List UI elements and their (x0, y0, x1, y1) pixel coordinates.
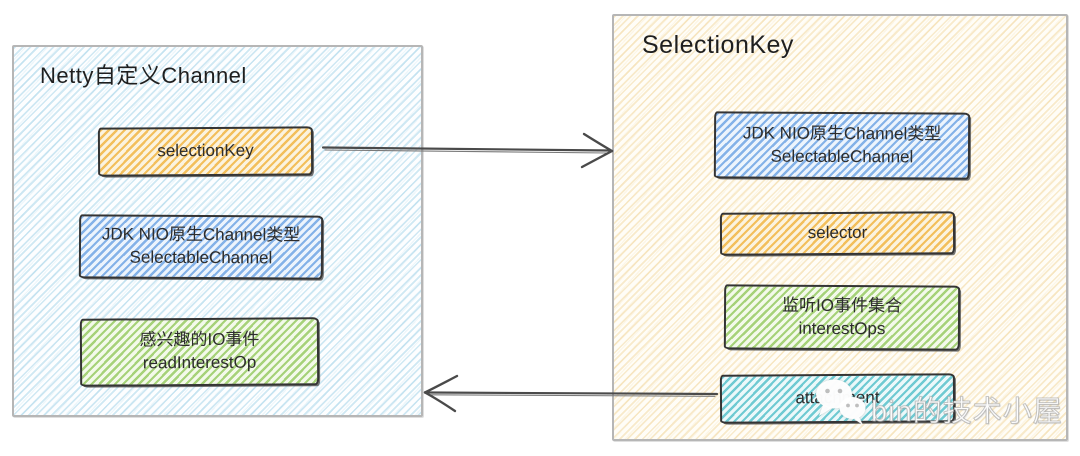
box-label: selector (807, 222, 868, 243)
box-label-line1: JDK NIO原生Channel类型 (742, 123, 942, 144)
box-label: selectionKey (157, 140, 254, 161)
panel-netty-custom-channel: Netty自定义Channel selectionKey JDK NIO原生Ch… (12, 45, 423, 417)
box-label: attachment (795, 387, 880, 408)
box-label-line1: JDK NIO原生Channel类型 (101, 224, 301, 245)
box-selector-field: selector (719, 211, 956, 256)
box-selectablechannel-left: JDK NIO原生Channel类型 SelectableChannel (78, 214, 324, 280)
panel-title-selectionkey: SelectionKey (642, 31, 794, 59)
box-label-line1: 监听IO事件集合 (782, 295, 903, 315)
box-attachment: attachment (719, 373, 956, 424)
box-selectablechannel-right: JDK NIO原生Channel类型 SelectableChannel (713, 111, 971, 180)
box-label-line2: interestOps (798, 318, 886, 338)
box-selectionkey-field: selectionKey (97, 126, 314, 177)
box-readinterestop: 感兴趣的IO事件 readInterestOp (79, 317, 320, 387)
box-label-line1: 感兴趣的IO事件 (139, 329, 260, 350)
panel-selectionkey: SelectionKey JDK NIO原生Channel类型 Selectab… (612, 14, 1068, 441)
box-label-line2: SelectableChannel (770, 146, 914, 166)
box-label-line2: readInterestOp (142, 352, 257, 373)
box-interestops: 监听IO事件集合 interestOps (723, 284, 961, 351)
panel-title-netty-channel: Netty自定义Channel (40, 63, 247, 88)
box-label-line2: SelectableChannel (129, 247, 273, 268)
